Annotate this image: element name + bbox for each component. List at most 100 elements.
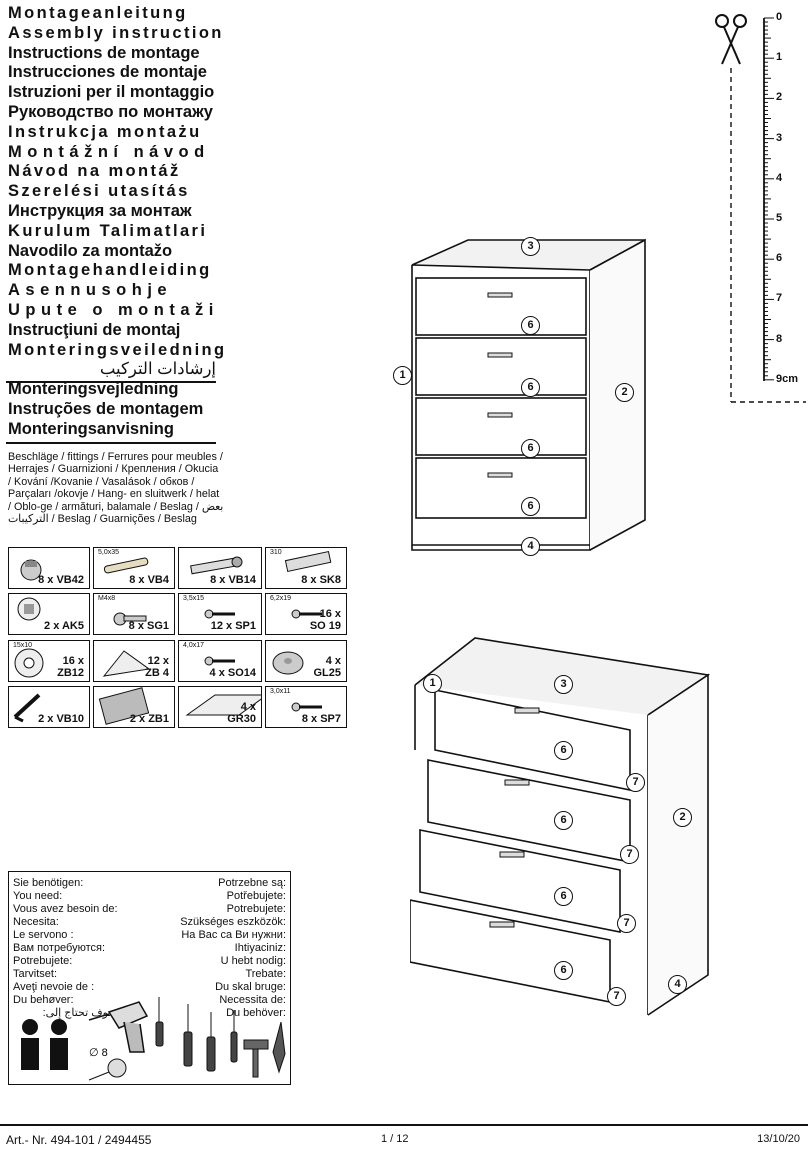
title-divider-lower xyxy=(6,442,216,444)
title-it: Istruzioni per il montaggio xyxy=(8,83,215,102)
title-ru: Руководство по монтажу xyxy=(8,102,213,121)
title-pl: Instrukcja montażu xyxy=(8,122,202,141)
callout-bottom-4: 4 xyxy=(668,975,687,994)
part-quantity: 2 x AK5 xyxy=(44,620,84,632)
callout-bottom-7a: 7 xyxy=(626,773,645,792)
callout-bottom-6a: 6 xyxy=(554,741,573,760)
part-quantity: 4 x SO14 xyxy=(209,667,256,679)
title-ro: Instrucţiuni de montaj xyxy=(8,320,181,339)
title-no: Monteringsveiledning xyxy=(8,340,227,359)
assembled-cabinet-drawing xyxy=(411,238,646,551)
ruler-label: 2 xyxy=(776,91,783,104)
machine-screw-icon xyxy=(113,612,147,626)
you-need-line: Du skal bruge: xyxy=(215,981,286,993)
part-quantity: 2 x ZB1 xyxy=(129,713,169,725)
title-sv: Monteringsanvisning xyxy=(8,419,174,438)
ruler-label: 7 xyxy=(776,292,783,305)
screw-icon xyxy=(204,656,235,666)
ruler-label: 6 xyxy=(776,252,783,265)
callout-top-6b: 6 xyxy=(521,378,540,397)
title-bg: Инструкция за монтаж xyxy=(8,201,192,220)
title-hu: Szerelési utasítás xyxy=(8,182,190,201)
callout-top-2: 2 xyxy=(615,383,634,402)
part-size: 6,2x19 xyxy=(270,595,292,602)
callout-top-6d: 6 xyxy=(521,497,540,516)
title-ar: إرشادات التركيب xyxy=(99,360,216,379)
cut-out-ruler xyxy=(715,14,806,403)
callout-top-1: 1 xyxy=(393,366,412,385)
callout-bottom-7d: 7 xyxy=(607,987,626,1006)
drill-icon xyxy=(88,1001,149,1053)
part-card: 8 x VB42 xyxy=(8,547,90,589)
hammer-icon xyxy=(243,1039,269,1078)
footer-rule xyxy=(0,1124,808,1126)
part-size: 310 xyxy=(270,549,282,556)
handle-icon xyxy=(185,694,261,716)
ruler-label: 0 xyxy=(776,11,783,23)
title-de: Montageanleitung xyxy=(8,4,188,22)
callout-bottom-1: 1 xyxy=(423,674,442,693)
glide-icon xyxy=(272,651,304,675)
part-card: 310 8 x SK8 xyxy=(265,547,347,589)
title-nl: Montagehandleiding xyxy=(8,261,212,280)
you-need-line: Necessita de: xyxy=(219,994,286,1006)
utility-knife-icon xyxy=(272,1021,286,1074)
part-card: 2 x VB10 xyxy=(8,686,90,728)
title-cs: Montážní návod xyxy=(8,142,210,161)
you-need-line: Szükséges eszközök: xyxy=(180,916,286,928)
callout-bottom-7b: 7 xyxy=(620,845,639,864)
part-card: 2 x AK5 xyxy=(8,593,90,635)
callout-bottom-6c: 6 xyxy=(554,887,573,906)
title-da: Monteringsvejledning xyxy=(8,380,179,399)
drill-size-label: ∅ 8 xyxy=(89,1047,108,1059)
page-number: 1 / 12 xyxy=(381,1133,409,1145)
part-card: 8 x VB14 xyxy=(178,547,262,589)
callout-top-6c: 6 xyxy=(521,439,540,458)
you-need-line: Potrebujete: xyxy=(13,955,73,967)
safety-label-icon xyxy=(98,687,150,725)
anti-tip-bracket-icon xyxy=(13,693,41,723)
title-sl: Navodilo za montažo xyxy=(8,241,173,260)
felt-pad-icon xyxy=(14,648,44,678)
screw-icon xyxy=(291,702,322,712)
title-tr: Kurulum Talimatlari xyxy=(8,221,208,240)
you-need-line: Potrebujete: xyxy=(226,903,286,915)
you-need-line: Ihtiyaciniz: xyxy=(234,942,286,954)
callout-bottom-6d: 6 xyxy=(554,961,573,980)
part-quantity: 8 x VB14 xyxy=(210,574,256,586)
you-need-line: Tarvitset: xyxy=(13,968,58,980)
part-quantity: 8 x SK8 xyxy=(301,574,341,586)
part-size: 3,5x15 xyxy=(183,595,205,602)
you-need-line: Sie benötigen: xyxy=(13,877,84,889)
dowel-icon xyxy=(103,557,149,574)
you-need-line: Вам потребуются: xyxy=(13,942,106,954)
tape-measure-icon xyxy=(88,1058,127,1081)
you-need-line: Trebate: xyxy=(245,968,286,980)
part-size: 4,0x17 xyxy=(183,642,205,649)
part-size: 3,0x11 xyxy=(270,688,291,695)
part-card: 2 x ZB1 xyxy=(93,686,175,728)
you-need-line: Aveţi nevoie de : xyxy=(13,981,95,993)
you-need-line: Potřebujete: xyxy=(226,890,286,902)
you-need-line: سوف تحتاج إلى: xyxy=(42,1007,118,1019)
title-sk: Návod na montáž xyxy=(8,162,181,181)
part-quantity: 8 x VB42 xyxy=(38,574,84,586)
tools-needed-right: Potrzebne są:Potřebujete:Potrebujete:Szü… xyxy=(180,877,286,1020)
you-need-line: Le servono : xyxy=(13,929,74,941)
two-persons-icon xyxy=(21,1019,68,1070)
document-date: 13/10/20 xyxy=(757,1133,800,1145)
ruler-label: 3 xyxy=(776,131,783,144)
you-need-line: Potrzebne są: xyxy=(218,877,286,889)
